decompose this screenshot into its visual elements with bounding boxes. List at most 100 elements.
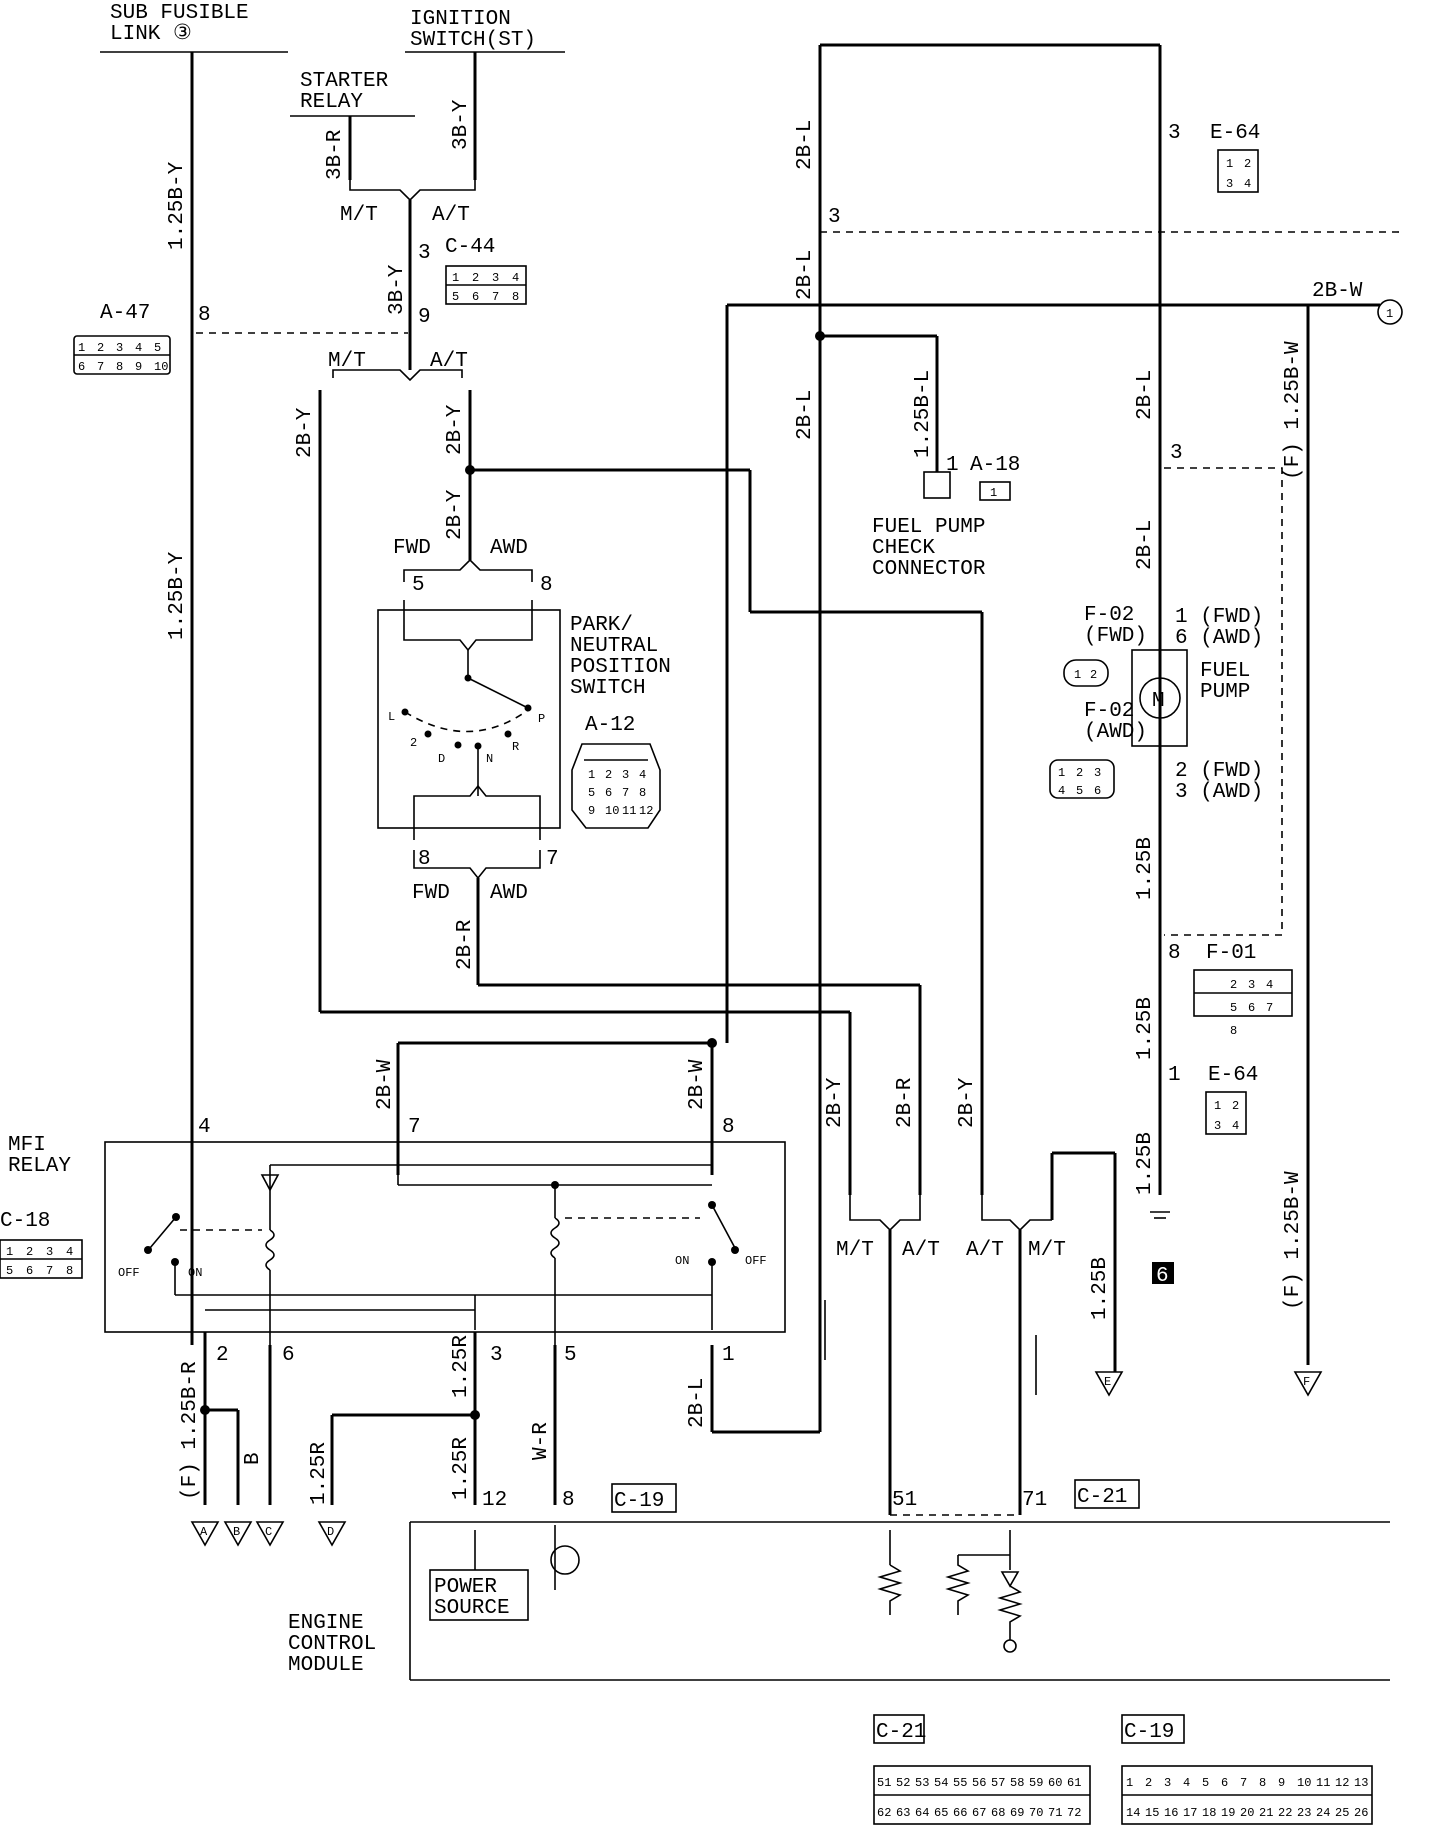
c19-pin: 20 — [1240, 1806, 1254, 1820]
f02-awd-pin: 4 — [1058, 784, 1065, 798]
wire-label-2BL-2: 2B-L — [794, 250, 817, 300]
wire-label-2BR: 2B-R — [454, 919, 477, 970]
pin-8-a47: 8 — [198, 304, 211, 327]
a47-pin: 6 — [78, 360, 85, 374]
f02-awd-pin: 1 — [1058, 766, 1065, 780]
e64-bottom-pin: 4 — [1232, 1119, 1239, 1133]
c19-pin: 12 — [1335, 1776, 1349, 1790]
connector-c21-face: C-21 — [873, 1714, 1091, 1825]
c19-pin: 24 — [1316, 1806, 1330, 1820]
wire-label-2BR-51: 2B-R — [894, 1077, 917, 1128]
c19-pin: 25 — [1335, 1806, 1349, 1820]
c21-pin: 57 — [991, 1776, 1005, 1790]
pos-D: D — [438, 752, 445, 766]
c21-tag-label: C-21 — [1077, 1486, 1127, 1509]
terminal-B: B — [233, 1525, 240, 1539]
relay-outputs: 2 6 3 5 1 (F) 1.25B-R B 1.25R 1.25R 1.25… — [179, 1332, 820, 1512]
wire-label-2BL-1: 2B-L — [794, 120, 817, 170]
wire-label-125B-e: 1.25B — [1089, 1257, 1112, 1320]
connector-c44-label: C-44 — [445, 236, 495, 259]
terminal-D: D — [327, 1525, 334, 1539]
c19-pin: 8 — [1259, 1776, 1266, 1790]
e64-bottom-pin: 3 — [1214, 1119, 1221, 1133]
pin-71-ecm: 71 — [1022, 1489, 1047, 1512]
connector-a47-label: A-47 — [100, 302, 150, 325]
a47-pin: 8 — [116, 360, 123, 374]
connector-f02-awd-label: F-02(AWD) — [1084, 700, 1147, 744]
c44-pin: 7 — [492, 290, 499, 304]
pin-1-e64-bottom: 1 — [1168, 1064, 1181, 1087]
c19-pin: 6 — [1221, 1776, 1228, 1790]
wire-label-F125BW-1: (F) 1.25B-W — [1282, 341, 1305, 480]
wire-label-3BY-top: 3B-Y — [450, 99, 473, 150]
c18-pin: 6 — [26, 1264, 33, 1278]
pos-N: N — [486, 752, 493, 766]
pos-2: 2 — [410, 736, 417, 750]
c21-pin: 69 — [1010, 1806, 1024, 1820]
f02-awd-pin: 3 — [1094, 766, 1101, 780]
wire-label-2BY-51: 2B-Y — [824, 1077, 847, 1128]
e64-bottom-pin: 2 — [1232, 1099, 1239, 1113]
wire-label-2BY-at: 2B-Y — [444, 404, 467, 455]
a47-pin: 3 — [116, 341, 123, 355]
ground-number: 6 — [1156, 1265, 1169, 1288]
f01-pin: 8 — [1230, 1024, 1237, 1038]
pin-7-mfi: 7 — [408, 1116, 421, 1139]
wire-label-2BW-8: 2B-W — [686, 1059, 709, 1110]
connector-f01: F-01 — [1193, 942, 1293, 1017]
c21-pin: 53 — [915, 1776, 929, 1790]
mt-label-4: M/T — [1028, 1239, 1066, 1262]
pin-1-mfi: 1 — [722, 1344, 735, 1367]
wire-label-125R-12: 1.25R — [450, 1437, 473, 1500]
pin-3-mfi: 3 — [490, 1344, 503, 1367]
f02-fwd-pin: 2 — [1090, 668, 1097, 682]
c19-pin: 26 — [1354, 1806, 1368, 1820]
relay-on-right: ON — [675, 1254, 689, 1268]
f02-awd-pin: 5 — [1076, 784, 1083, 798]
e64-top-pin: 4 — [1244, 177, 1251, 191]
c44-pin: 1 — [452, 271, 459, 285]
c18-pin: 3 — [46, 1245, 53, 1259]
c19-pin: 13 — [1354, 1776, 1368, 1790]
c21-pin: 52 — [896, 1776, 910, 1790]
e64-top-pin: 2 — [1244, 157, 1251, 171]
wire-label-125B-1: 1.25B — [1134, 837, 1157, 900]
a12-pin: 8 — [639, 786, 646, 800]
c44-pin: 8 — [512, 290, 519, 304]
f01-pin: 6 — [1248, 1001, 1255, 1015]
pin-51-ecm: 51 — [892, 1489, 917, 1512]
connector-a18: A-18 — [970, 454, 1020, 501]
c21-pin: 59 — [1029, 1776, 1043, 1790]
c18-pin: 4 — [66, 1245, 73, 1259]
connector-a12-label: A-12 — [585, 714, 635, 737]
connector-f01-label: F-01 — [1206, 942, 1256, 965]
wire-label-F125BW-2: (F) 1.25B-W — [1282, 1171, 1305, 1310]
wire-label-2BW-7: 2B-W — [374, 1059, 397, 1110]
c21-pin: 63 — [896, 1806, 910, 1820]
wire-label-2BW-main: 2B-W — [1312, 280, 1363, 303]
c21-pin: 64 — [915, 1806, 929, 1820]
c18-pin: 8 — [66, 1264, 73, 1278]
relay-on-left: ON — [188, 1266, 202, 1280]
pin-8-ecm: 8 — [562, 1489, 575, 1512]
ecm-inputs: 2B-Y 2B-R 2B-Y M/T A/T 1.25B A/T M/T 51 … — [824, 1077, 1117, 1516]
c21-pin: 66 — [953, 1806, 967, 1820]
c21-pin: 60 — [1048, 1776, 1062, 1790]
c18-pin: 1 — [6, 1245, 13, 1259]
ground-badge — [1152, 1262, 1174, 1284]
c19-pin: 16 — [1164, 1806, 1178, 1820]
c21-pin: 62 — [877, 1806, 891, 1820]
connector-f02-fwd-label: F-02(FWD) — [1084, 604, 1147, 648]
pin-6-mfi: 6 — [282, 1344, 295, 1367]
wire-label-2BL-pump1: 2B-L — [1134, 370, 1157, 420]
c21-pin: 65 — [934, 1806, 948, 1820]
pin-fp-in: 1 (FWD)6 (AWD) — [1175, 606, 1263, 650]
relay-off-right: OFF — [745, 1254, 767, 1268]
a47-pin: 4 — [135, 341, 142, 355]
wire-label-125R-3: 1.25R — [450, 1335, 473, 1398]
